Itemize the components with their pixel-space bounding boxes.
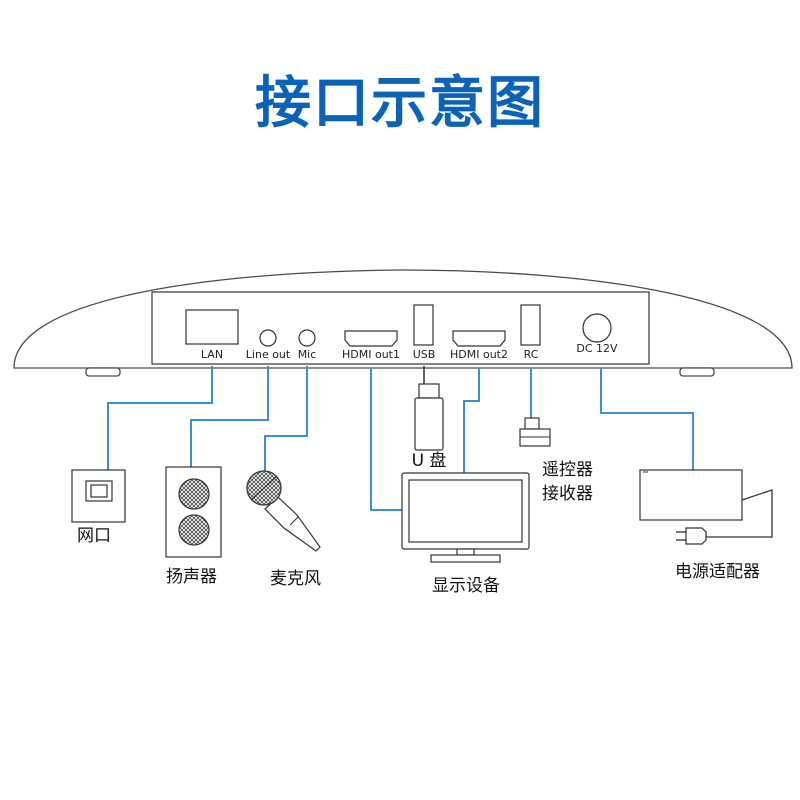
wire-dc [600,368,694,470]
wire-hdmi-out2 [463,368,480,474]
speaker-label: 扬声器 [166,567,217,587]
line-out-label: Line out [246,348,291,361]
microphone-icon [246,470,321,552]
display-icon [401,472,530,563]
remote-receiver-head [524,417,540,430]
network-label: 网口 [77,526,111,546]
power-adapter-label: 电源适配器 [675,562,760,582]
rc-label: RC [524,348,539,361]
page-title: 接口示意图 [255,71,545,136]
rc-port [520,304,541,346]
display-label: 显示设备 [432,576,500,596]
remote-receiver-label-2: 接收器 [542,484,593,504]
lan-port-label: LAN [201,348,223,361]
mic-jack [298,329,316,347]
hdmi-out1-label: HDMI out1 [342,348,400,361]
usb-disk-label: U 盘 [412,451,447,471]
remote-receiver-label-1: 遥控器 [542,460,593,480]
line-out-jack [259,329,277,347]
device-foot-right [679,367,715,377]
microphone-label: 麦克风 [270,569,321,589]
wire-lan [107,366,213,470]
usb-disk-icon [414,397,444,451]
dc-label: DC 12V [576,342,618,355]
wire-line-out [190,366,269,467]
speaker-cone-top [178,478,210,510]
usb-disk-plug [418,383,440,399]
dc-power-jack [582,313,612,343]
hdmi-out2-port [452,330,506,347]
wire-hdmi-out1 [370,368,402,511]
lan-port [185,309,239,345]
hdmi-out1-port [344,330,398,347]
power-adapter-icon [639,469,773,545]
usb-port [413,304,434,346]
hdmi-out2-label: HDMI out2 [450,348,508,361]
mic-label: Mic [298,348,317,361]
speaker-cone-bottom [178,514,210,546]
device-foot-left [85,367,121,377]
usb-label: USB [413,348,436,361]
wire-mic [264,366,308,476]
network-jack-inner [90,484,108,498]
